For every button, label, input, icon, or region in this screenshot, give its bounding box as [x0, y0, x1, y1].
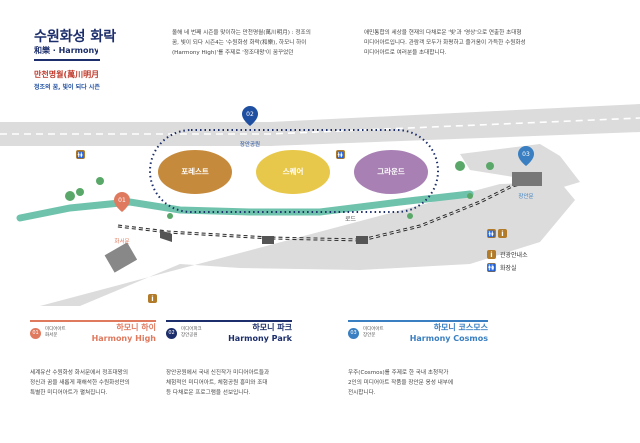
gate-icon: [160, 230, 172, 242]
gate-icon: [262, 236, 274, 244]
info-icon: i: [487, 250, 496, 259]
zone-square-label: 스퀘어: [283, 166, 304, 176]
restroom-icon: 🚻: [487, 263, 496, 272]
title-divider: [34, 59, 100, 61]
page-subtitle: 和樂 · Harmony High: [34, 46, 98, 55]
intro-line: 미디어아트로 여러분을 초대합니다.: [364, 50, 447, 56]
svg-text:i: i: [501, 230, 503, 238]
info-icon: i: [148, 294, 157, 303]
park-boundary: [149, 129, 439, 213]
intro-line: (Harmony High)'를 주제로 '정조대왕'이 꿈꾸었던: [172, 50, 294, 56]
marker-03: 03 장안문: [518, 146, 534, 200]
restroom-icon: 🚻: [76, 150, 85, 159]
event-tagline: 정조의 꿈, 빛이 되다 시즌4: [34, 84, 100, 91]
intro-column-2: 애민통합의 세상을 현재의 다채로운 '빛'과 '영상'으로 연출한 초대형 미…: [364, 28, 584, 58]
svg-text:🚻: 🚻: [488, 230, 496, 238]
zone-ground: [352, 148, 430, 196]
tree-cluster: [65, 161, 494, 219]
marker-02: 02 장안공원: [240, 106, 260, 148]
svg-text:02: 02: [246, 111, 254, 118]
marker-01: 01 화서문: [114, 192, 130, 245]
svg-text:장안문: 장안문: [518, 193, 533, 200]
road-label: 로드: [345, 216, 357, 223]
svg-text:장안공원: 장안공원: [240, 140, 260, 148]
svg-text:03: 03: [522, 151, 530, 158]
card-rule: [166, 320, 292, 322]
walking-path-inner: [117, 181, 529, 241]
stream: [16, 190, 474, 222]
card-number: 02: [166, 327, 177, 339]
intro-column-1: 올해 네 번째 시즌을 맞이하는 만천명월(萬川明月) : 정조의 꿈, 빛이 …: [172, 28, 342, 58]
restroom-icon: 🚻: [336, 150, 345, 159]
legend-info: i 관광안내소: [487, 250, 528, 259]
zone-ground-label: 그라운드: [377, 166, 405, 176]
zone-forest: [156, 148, 234, 196]
zone-forest-label: 포레스트: [181, 166, 209, 176]
svg-text:🚻: 🚻: [337, 151, 345, 159]
svg-text:🚻: 🚻: [77, 151, 85, 159]
legend-label: 관광안내소: [500, 252, 528, 259]
janganmun-gate: [512, 172, 542, 186]
event-map: 포레스트 스퀘어 그라운드 로드 01 화서문 02 장안공원 03 장안문 🚻…: [0, 104, 640, 306]
svg-text:화서문: 화서문: [114, 237, 129, 245]
intro-line: 꿈, 빛이 되다 시즌4는 '수원화성 화락(和樂), 하모니 하이: [172, 40, 307, 46]
side-road: [460, 144, 580, 188]
info-icon: i: [498, 229, 507, 238]
intro-line: 올해 네 번째 시즌을 맞이하는 만천명월(萬川明月) : 정조의: [172, 30, 311, 36]
hwaseomun-gate: [104, 242, 138, 273]
main-road: [0, 104, 640, 146]
map-legend: i 관광안내소 🚻 화장실: [487, 250, 528, 272]
svg-text:01: 01: [118, 197, 126, 204]
card-number: 03: [348, 327, 359, 339]
gate-icon: [356, 236, 368, 244]
card-rule: [30, 320, 156, 322]
card-rule: [348, 320, 488, 322]
restroom-icon: 🚻: [487, 229, 496, 238]
event-name: 만천명월(萬川明月) 2: [34, 70, 100, 79]
intro-line: 애민통합의 세상을 현재의 다채로운 '빛'과 '영상'으로 연출한 초대형: [364, 30, 522, 36]
legend-label: 화장실: [500, 265, 517, 272]
legend-restroom: 🚻 화장실: [487, 263, 528, 272]
card-number: 01: [30, 327, 41, 339]
page-title: 수원화성 화락: [34, 29, 117, 45]
intro-line: 미디어아트입니다. 관람객 모두가 화평하고 즐거움이 가득한 수원화성: [364, 40, 526, 46]
main-road-centerline: [0, 117, 640, 135]
svg-text:i: i: [151, 295, 153, 303]
zone-square: [254, 148, 332, 196]
lower-road: [40, 182, 575, 306]
